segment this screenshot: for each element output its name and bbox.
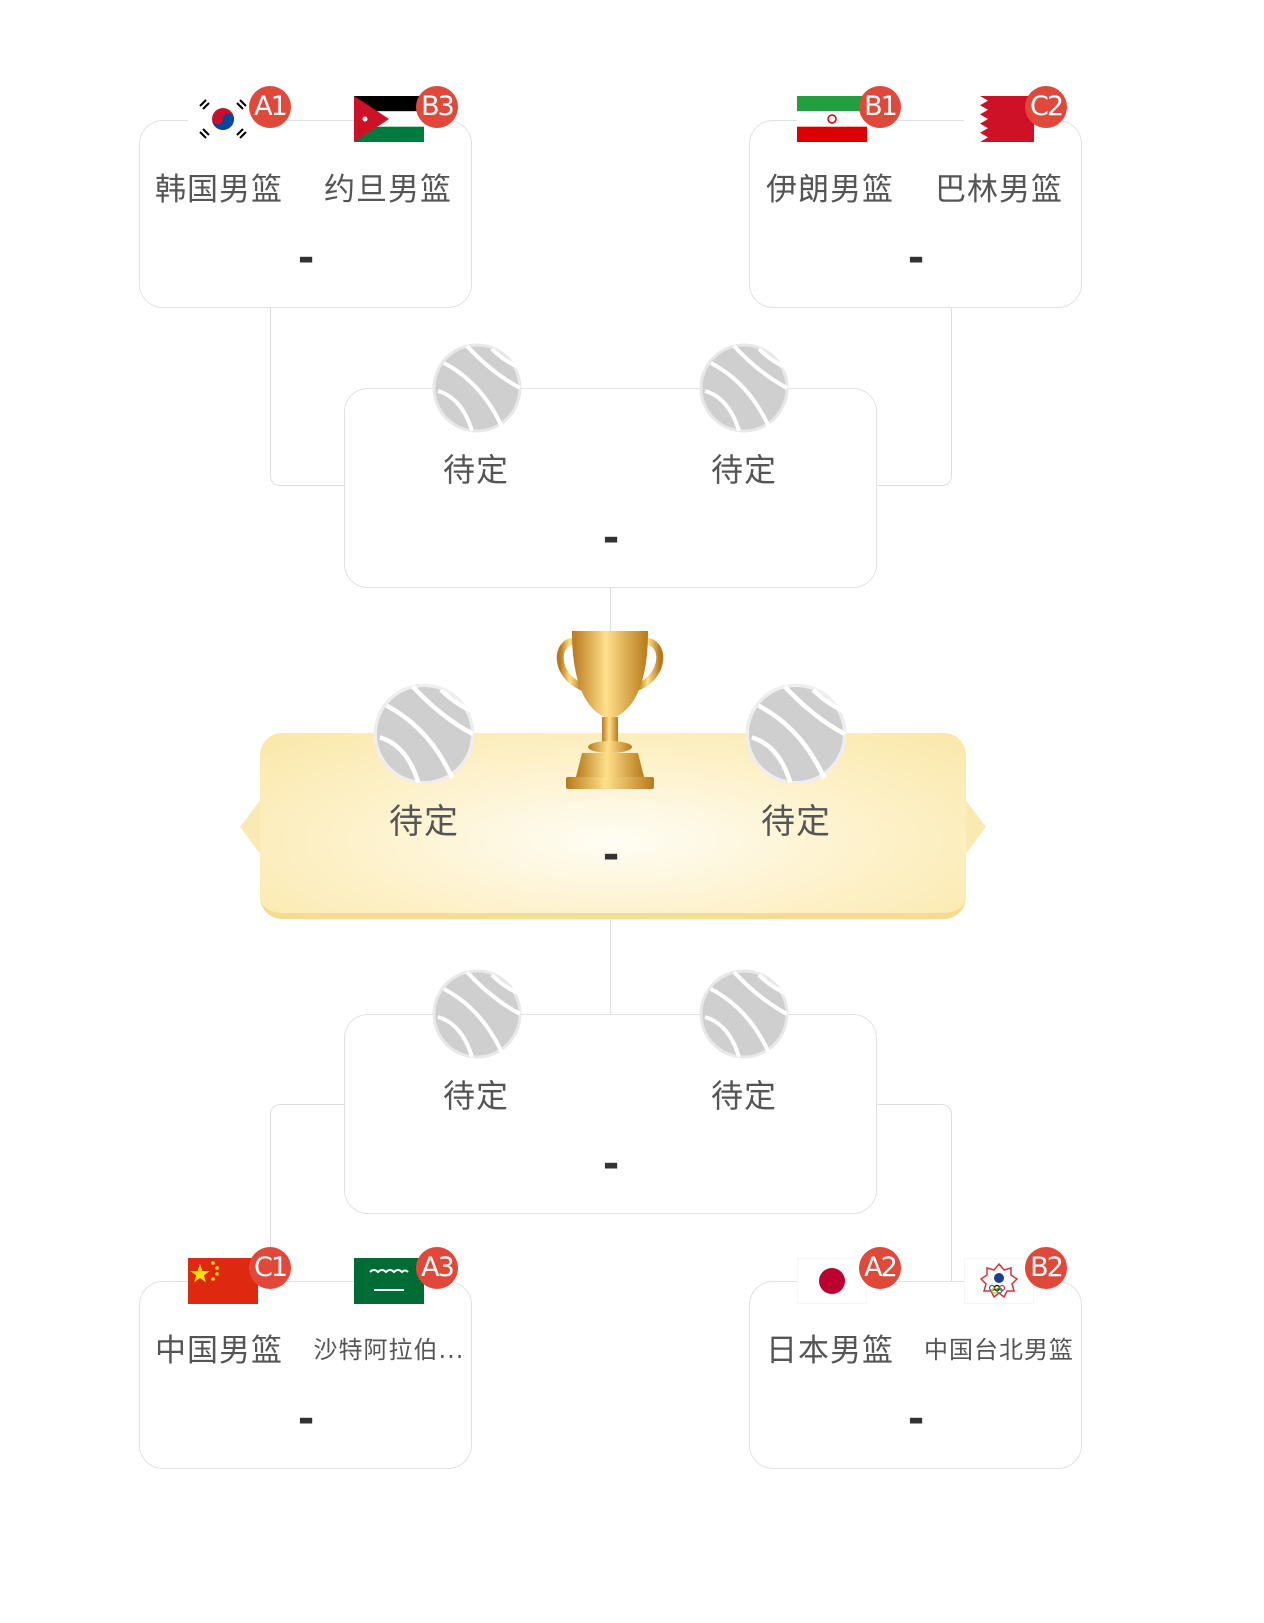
match-score: - bbox=[297, 235, 315, 281]
team-tbd: 待定 bbox=[442, 451, 509, 489]
china-flag-icon bbox=[188, 1258, 258, 1304]
seed-badge: A2 bbox=[859, 1247, 901, 1289]
team-tbd: 待定 bbox=[710, 451, 777, 489]
team-name: 沙特阿拉伯... bbox=[313, 1336, 465, 1364]
team-name: 日本男篮 bbox=[766, 1333, 894, 1369]
connector-final-semi-bottom bbox=[610, 920, 612, 1015]
connector-bottom-right bbox=[876, 1104, 952, 1282]
bahrain-flag-icon bbox=[964, 96, 1034, 142]
match-score: - bbox=[907, 235, 925, 281]
basketball-icon bbox=[373, 683, 475, 785]
basketball-icon bbox=[432, 969, 522, 1059]
basketball-icon bbox=[745, 683, 847, 785]
basketball-icon bbox=[432, 343, 522, 433]
seed-badge: A3 bbox=[416, 1247, 458, 1289]
team-name: 巴林男篮 bbox=[935, 172, 1063, 208]
japan-flag-icon bbox=[797, 1258, 867, 1304]
match-card-top-right[interactable] bbox=[749, 120, 1082, 308]
team-name: 约旦男篮 bbox=[324, 172, 452, 208]
seed-badge: C1 bbox=[249, 1247, 291, 1289]
iran-flag-icon bbox=[797, 96, 867, 142]
team-name: 伊朗男篮 bbox=[766, 172, 894, 208]
match-score: - bbox=[907, 1396, 925, 1442]
chinese-taipei-flag-icon bbox=[964, 1258, 1034, 1304]
saudi-flag-icon bbox=[354, 1258, 424, 1304]
connector-bottom-left bbox=[270, 1104, 346, 1282]
match-card-bottom-right[interactable] bbox=[749, 1281, 1082, 1469]
match-card-bottom-left[interactable] bbox=[139, 1281, 472, 1469]
match-score: - bbox=[297, 1396, 315, 1442]
seed-badge: B2 bbox=[1025, 1247, 1067, 1289]
seed-badge: B3 bbox=[416, 86, 458, 128]
match-card-top-left[interactable] bbox=[139, 120, 472, 308]
seed-badge: C2 bbox=[1025, 86, 1067, 128]
jordan-flag-icon bbox=[354, 96, 424, 142]
team-name: 中国台北男篮 bbox=[924, 1336, 1074, 1364]
korea-flag-icon bbox=[188, 96, 258, 142]
seed-badge: B1 bbox=[859, 86, 901, 128]
team-tbd: 待定 bbox=[710, 1077, 777, 1115]
seed-badge: A1 bbox=[249, 86, 291, 128]
match-card-semi-bottom[interactable] bbox=[344, 1014, 877, 1214]
team-tbd: 待定 bbox=[761, 802, 831, 842]
connector-top-right bbox=[876, 307, 952, 486]
team-tbd: 待定 bbox=[442, 1077, 509, 1115]
connector-top-left bbox=[270, 307, 346, 486]
team-name: 韩国男篮 bbox=[155, 172, 283, 208]
team-tbd: 待定 bbox=[389, 802, 459, 842]
trophy-icon bbox=[556, 631, 664, 789]
match-score: - bbox=[602, 1141, 620, 1187]
basketball-icon bbox=[699, 343, 789, 433]
basketball-icon bbox=[699, 969, 789, 1059]
match-score: - bbox=[602, 832, 620, 878]
match-score: - bbox=[602, 515, 620, 561]
team-name: 中国男篮 bbox=[155, 1333, 283, 1369]
match-card-semi-top[interactable] bbox=[344, 388, 877, 588]
